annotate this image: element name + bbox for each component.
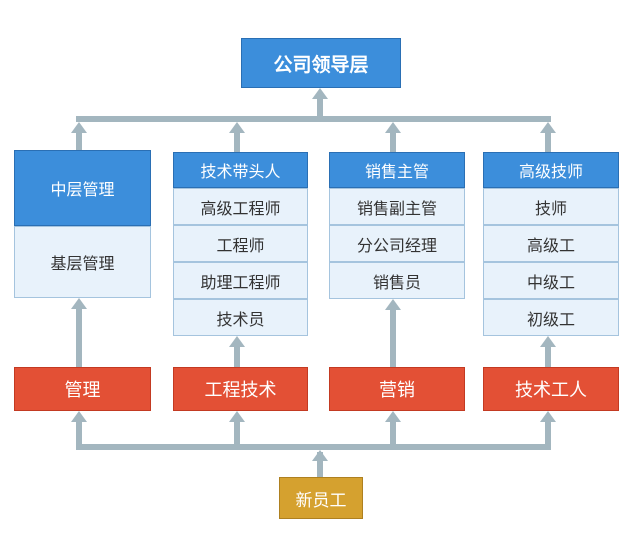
top-branch-marketing-arrow bbox=[385, 122, 401, 133]
column-management-item-2: 基层管理 bbox=[14, 226, 151, 298]
column-technicians-item-5: 初级工 bbox=[483, 299, 619, 336]
column-engineering-up-arrow bbox=[229, 336, 245, 347]
column-marketing-item-4: 销售员 bbox=[329, 262, 465, 299]
column-management-item-1: 中层管理 bbox=[14, 150, 151, 226]
footer-management-box: 管理 bbox=[14, 367, 151, 411]
new-employee-label: 新员工 bbox=[295, 490, 347, 511]
column-engineering-item-5: 技术员 bbox=[173, 299, 308, 336]
footer-technicians-box: 技术工人 bbox=[483, 367, 619, 411]
top-leadership-box: 公司领导层 bbox=[241, 38, 401, 88]
column-marketing-item-1: 销售主管 bbox=[329, 152, 465, 188]
top-leadership-label: 公司领导层 bbox=[273, 53, 369, 76]
top-branch-engineering-arrow bbox=[229, 122, 245, 133]
column-engineering-item-2: 高级工程师 bbox=[173, 188, 308, 225]
column-technicians-up-arrow bbox=[540, 336, 556, 347]
top-stem-arrow bbox=[312, 88, 328, 99]
bottom-branch-management-arrow bbox=[71, 411, 87, 422]
top-branch-technicians-arrow bbox=[540, 122, 556, 133]
footer-engineering-box: 工程技术 bbox=[173, 367, 308, 411]
column-technicians-item-2: 技师 bbox=[483, 188, 619, 225]
column-marketing-item-2: 销售副主管 bbox=[329, 188, 465, 225]
bottom-branch-engineering-arrow bbox=[229, 411, 245, 422]
column-marketing-up-arrow bbox=[385, 299, 401, 310]
column-engineering-item-4: 助理工程师 bbox=[173, 262, 308, 299]
bottom-stem-arrow bbox=[312, 450, 328, 461]
column-engineering-item-3: 工程师 bbox=[173, 225, 308, 262]
column-technicians-item-3: 高级工 bbox=[483, 225, 619, 262]
column-technicians-item-1: 高级技师 bbox=[483, 152, 619, 188]
column-technicians-item-4: 中级工 bbox=[483, 262, 619, 299]
bottom-branch-marketing-arrow bbox=[385, 411, 401, 422]
column-management-up-arrow bbox=[71, 298, 87, 309]
bottom-branch-technicians-arrow bbox=[540, 411, 556, 422]
footer-marketing-box: 营销 bbox=[329, 367, 465, 411]
column-engineering-item-1: 技术带头人 bbox=[173, 152, 308, 188]
column-marketing-item-3: 分公司经理 bbox=[329, 225, 465, 262]
top-branch-management-arrow bbox=[71, 122, 87, 133]
new-employee-box: 新员工 bbox=[279, 477, 363, 519]
